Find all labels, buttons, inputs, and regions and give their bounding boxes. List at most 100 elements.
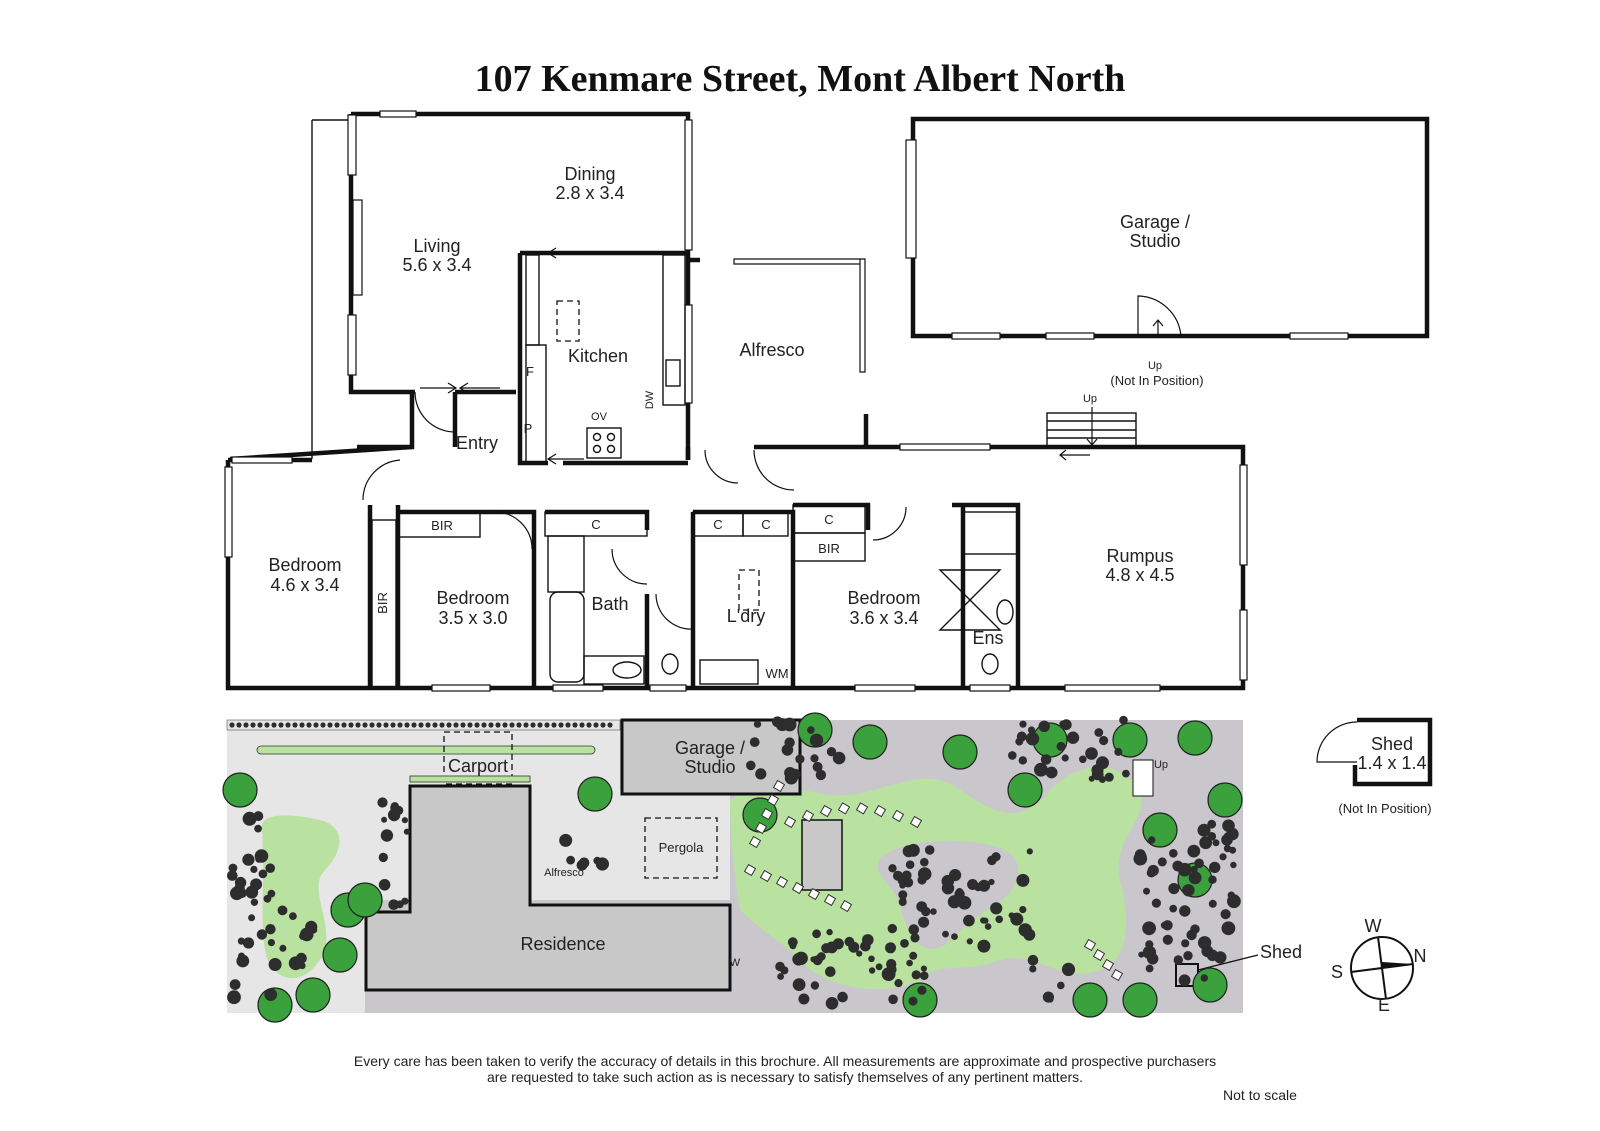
cupboard-label: C	[591, 517, 600, 532]
garage-window	[1045, 332, 1095, 340]
site-w-label: W	[730, 957, 741, 969]
window	[854, 684, 916, 692]
tree-icon	[902, 982, 938, 1018]
shrub-icon	[920, 965, 928, 972]
shrub-icon	[250, 898, 259, 906]
shrub-icon	[905, 860, 915, 869]
shrub-icon	[1061, 754, 1069, 762]
shrub-icon	[1018, 756, 1027, 765]
hedge-icon	[341, 722, 347, 728]
stepping-stone	[775, 875, 789, 889]
shrub-icon	[1114, 747, 1123, 756]
shrub-icon	[1199, 836, 1213, 850]
carport-outline	[443, 731, 513, 785]
shrub-icon	[242, 937, 255, 949]
hedge-icon	[530, 722, 536, 728]
kitchen-bench	[525, 254, 540, 346]
shrub-icon	[256, 929, 268, 940]
tree-icon	[1122, 982, 1158, 1018]
hedge-icon	[551, 722, 557, 728]
shrub-icon	[298, 962, 306, 970]
shrub-icon	[1138, 951, 1145, 958]
shrub-icon	[924, 845, 935, 855]
shrub-icon	[1179, 905, 1191, 917]
shrub-icon	[265, 924, 276, 935]
garage-door-swing	[1137, 295, 1182, 337]
hedge-icon	[474, 722, 480, 728]
shrub-icon	[909, 951, 918, 960]
hedge-icon	[537, 722, 543, 728]
door-swing	[753, 449, 795, 491]
shrub-icon	[1187, 844, 1201, 858]
shrub-icon	[1045, 766, 1058, 779]
shrub-icon	[903, 877, 914, 888]
stepping-stone	[1092, 948, 1106, 962]
pergola-label: Pergola	[659, 840, 705, 855]
shrub-icon	[792, 978, 806, 991]
shrub-icon	[898, 890, 908, 900]
stepping-stone	[873, 804, 887, 818]
shrub-icon	[1227, 894, 1241, 909]
window	[352, 199, 363, 296]
shrub-icon	[380, 829, 394, 842]
shrub-icon	[1208, 875, 1217, 884]
shrub-icon	[1219, 853, 1227, 861]
shrub-icon	[1088, 775, 1095, 782]
shrub-icon	[296, 952, 307, 964]
shrub-icon	[900, 939, 909, 948]
stepping-stone	[891, 809, 905, 823]
arrow-icon	[1059, 407, 1098, 461]
garage-window	[1289, 332, 1349, 340]
shrub-icon	[254, 824, 262, 833]
oven-label: OV	[591, 411, 608, 423]
shrub-icon	[888, 994, 898, 1005]
hedge-icon	[586, 722, 592, 728]
shrub-icon	[388, 899, 400, 910]
room-label-bedroom: Bedroom	[847, 588, 920, 608]
compass-s: S	[1331, 962, 1343, 982]
residence-label: Residence	[520, 934, 605, 954]
shrub-icon	[1207, 832, 1217, 841]
hedge-icon	[313, 722, 319, 728]
shrub-icon	[812, 929, 821, 939]
shrub-icon	[784, 767, 796, 779]
hedge-icon	[418, 722, 424, 728]
hedge-icon	[243, 722, 249, 728]
shrub-icon	[885, 942, 896, 954]
shrub-icon	[988, 878, 995, 886]
shrub-icon	[231, 990, 240, 999]
room-label-kitchen: Kitchen	[568, 346, 628, 366]
stepping-stone	[837, 802, 851, 815]
stepping-stone	[839, 899, 853, 913]
shrub-icon	[1066, 731, 1080, 744]
hedge-icon	[355, 722, 361, 728]
shrub-icon	[835, 755, 843, 764]
shrub-icon	[777, 973, 784, 980]
bir-cupboard	[792, 532, 866, 562]
not-in-position-note: (Not In Position)	[1110, 373, 1203, 388]
hedge-icon	[432, 722, 438, 728]
shrub-icon	[1094, 728, 1104, 737]
shrub-icon	[1008, 912, 1015, 919]
hedge-icon	[257, 722, 263, 728]
shrub-icon	[1182, 884, 1195, 897]
shrub-icon	[250, 865, 258, 874]
tree-icon	[852, 724, 888, 760]
window	[684, 304, 693, 404]
shrub-icon	[886, 964, 897, 975]
laundry-bench	[738, 569, 760, 611]
shrub-icon	[860, 940, 871, 952]
interior-walls	[357, 444, 1021, 688]
hedge-icon	[446, 722, 452, 728]
shrub-icon	[1148, 836, 1156, 844]
shrub-icon	[1207, 819, 1217, 829]
window	[969, 684, 1011, 692]
boundary-line	[311, 119, 351, 459]
hedge-icon	[439, 722, 445, 728]
tree-icon	[1142, 812, 1178, 848]
shrub-icon	[1079, 755, 1087, 764]
hedge-icon	[376, 722, 382, 728]
shrub-icon	[378, 879, 391, 891]
shrub-icon	[1038, 720, 1050, 732]
carport-label: Carport	[448, 756, 508, 776]
